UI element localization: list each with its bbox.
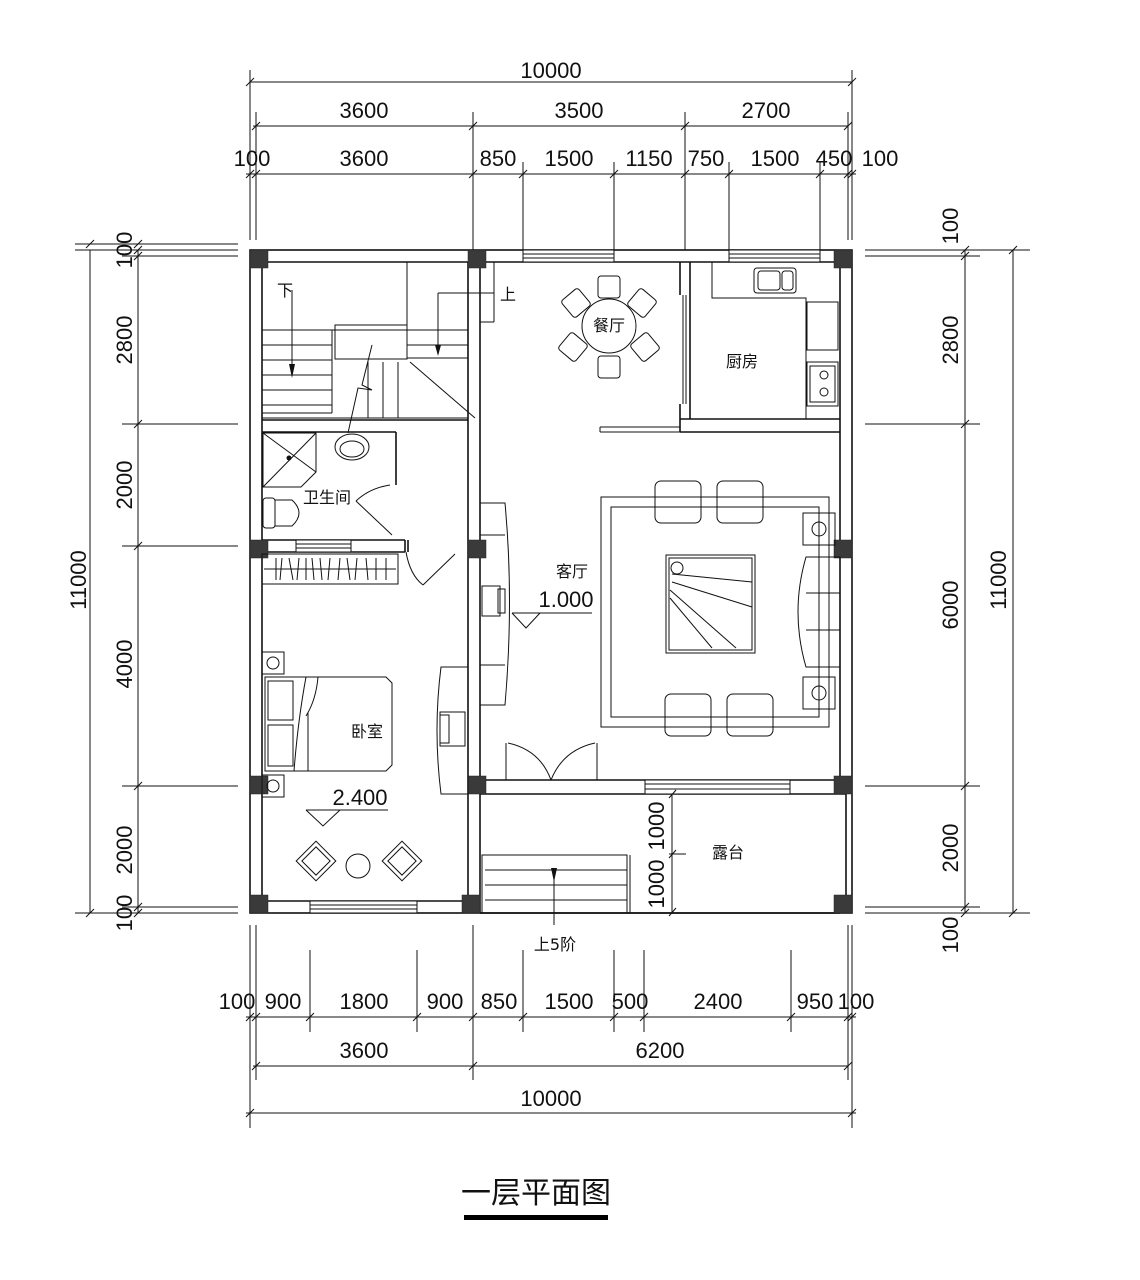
bottom-detail-dim-4: 900: [427, 989, 464, 1014]
bottom-detail-dim-5: 850: [481, 989, 518, 1014]
bottom-axis-dim-1: 3600: [340, 1038, 389, 1063]
room-label-kitchen: 厨房: [726, 352, 758, 371]
room-label-dining: 餐厅: [593, 316, 625, 335]
bottom-detail-dim-10: 100: [838, 989, 875, 1014]
bathroom-fixtures: 卫生间: [262, 432, 393, 536]
room-label-terrace: 露台: [712, 843, 744, 862]
top-detail-dim-6: 750: [688, 146, 725, 171]
level-living: 1.000: [538, 587, 593, 612]
stairs-up-label: 上: [500, 285, 516, 304]
bottom-detail-dim-6: 1500: [545, 989, 594, 1014]
top-detail-dim-2: 3600: [340, 146, 389, 171]
top-detail-dim-5: 1150: [625, 146, 672, 171]
top-axis-dim-3: 2700: [742, 98, 791, 123]
bottom-detail-dim-8: 2400: [694, 989, 743, 1014]
bedroom-furniture: 卧室 2.400: [261, 651, 469, 882]
stairs-down-label: 下: [277, 281, 293, 300]
bottom-detail-dim-9: 950: [797, 989, 834, 1014]
left-detail-dim-4: 4000: [112, 640, 137, 689]
bottom-dimensions: 100 900 1800 900 850 1500 500 2400 950 1…: [219, 925, 875, 1128]
top-dimensions: 10000 3600 3500 2700 100 3600 850 1500 1…: [234, 58, 899, 250]
window-bath: [295, 539, 352, 553]
window-dining-north: [522, 249, 615, 263]
kitchen-sliding-door: [682, 295, 687, 404]
left-detail-dim-1: 100: [112, 232, 137, 269]
left-detail-dim-5: 2000: [112, 826, 137, 875]
right-overall-dim: 11000: [986, 550, 1011, 610]
window-kitchen-north: [728, 249, 821, 263]
left-detail-dim-2: 2800: [112, 316, 137, 365]
terrace-dim-2: 1000: [644, 860, 669, 909]
bottom-detail-dim-1: 100: [219, 989, 256, 1014]
structural-columns: [249, 249, 853, 914]
interior-walls: [262, 262, 846, 795]
entry-steps-label: 上5阶: [534, 935, 576, 954]
plan-title: 一层平面图: [461, 1176, 611, 1211]
top-axis-dim-2: 3500: [555, 98, 604, 123]
bottom-overall-dim: 10000: [520, 1086, 581, 1111]
windows: [295, 249, 821, 914]
right-detail-dim-5: 100: [938, 917, 963, 954]
right-detail-dim-1: 100: [938, 208, 963, 245]
living-room-furniture: 客厅 1.000: [480, 480, 841, 781]
right-detail-dim-4: 2000: [938, 824, 963, 873]
bottom-detail-dim-2: 900: [265, 989, 302, 1014]
kitchen-fixtures: 厨房: [711, 262, 839, 419]
room-label-bathroom: 卫生间: [303, 488, 351, 507]
wardrobe: [261, 551, 456, 586]
bottom-axis-dim-2: 6200: [636, 1038, 685, 1063]
top-detail-dim-1: 100: [234, 146, 271, 171]
title-underline: [464, 1215, 608, 1220]
left-detail-dim-3: 2000: [112, 461, 137, 510]
right-detail-dim-2: 2800: [938, 316, 963, 365]
right-dimensions: 100 2800 6000 2000 100 11000: [865, 208, 1030, 954]
left-dimensions: 11000 100 2800 2000 4000 2000 100: [66, 232, 238, 932]
terrace: 1000 1000 露台: [644, 789, 744, 917]
staircase: 下 上: [262, 262, 516, 434]
terrace-dim-1: 1000: [644, 802, 669, 851]
bottom-detail-dim-7: 500: [612, 989, 649, 1014]
exterior-walls: [249, 249, 853, 914]
window-living-south: [644, 779, 791, 795]
top-detail-dim-4: 1500: [545, 146, 594, 171]
top-detail-dim-3: 850: [480, 146, 517, 171]
room-label-bedroom: 卧室: [351, 722, 383, 741]
room-label-living: 客厅: [556, 562, 588, 581]
bottom-detail-dim-3: 1800: [340, 989, 389, 1014]
top-detail-dim-9: 100: [862, 146, 899, 171]
top-detail-dim-8: 450: [816, 146, 853, 171]
window-bedroom-south: [309, 900, 418, 914]
left-detail-dim-6: 100: [112, 895, 137, 932]
dining-table: 餐厅: [558, 275, 660, 379]
top-detail-dim-7: 1500: [751, 146, 800, 171]
right-detail-dim-3: 6000: [938, 581, 963, 630]
top-overall-dim: 10000: [520, 58, 581, 83]
drawing-title: 一层平面图: [461, 1176, 611, 1220]
level-bedroom: 2.400: [332, 785, 387, 810]
left-overall-dim: 11000: [66, 550, 91, 610]
entry-steps: 上5阶: [481, 854, 631, 954]
top-axis-dim-1: 3600: [340, 98, 389, 123]
